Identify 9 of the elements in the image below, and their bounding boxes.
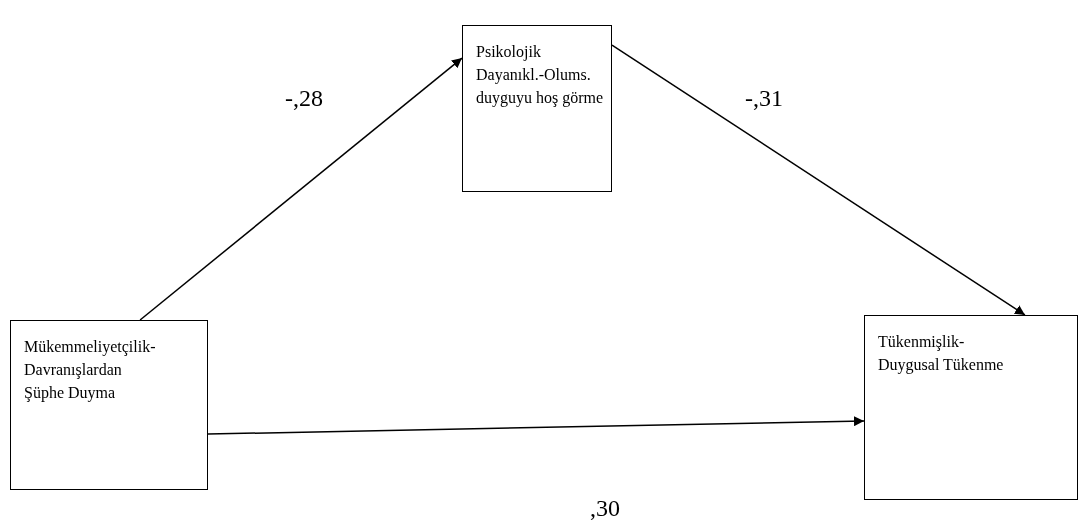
process-box — [864, 315, 1078, 500]
box-label: Mükemmeliyetçilik-Davranışlardan Şüphe Duyma — [24, 337, 157, 404]
process-box — [462, 25, 612, 192]
arrow — [207, 416, 865, 435]
process-box — [10, 320, 208, 490]
box-label: Tükenmişlik-Duygusal Tükenme — [878, 332, 1005, 376]
arrow — [611, 44, 1026, 316]
box-label: Psikolojik Dayanıkl.-Olums. duyguyu hoş görme — [476, 42, 605, 109]
arrow — [139, 57, 463, 321]
